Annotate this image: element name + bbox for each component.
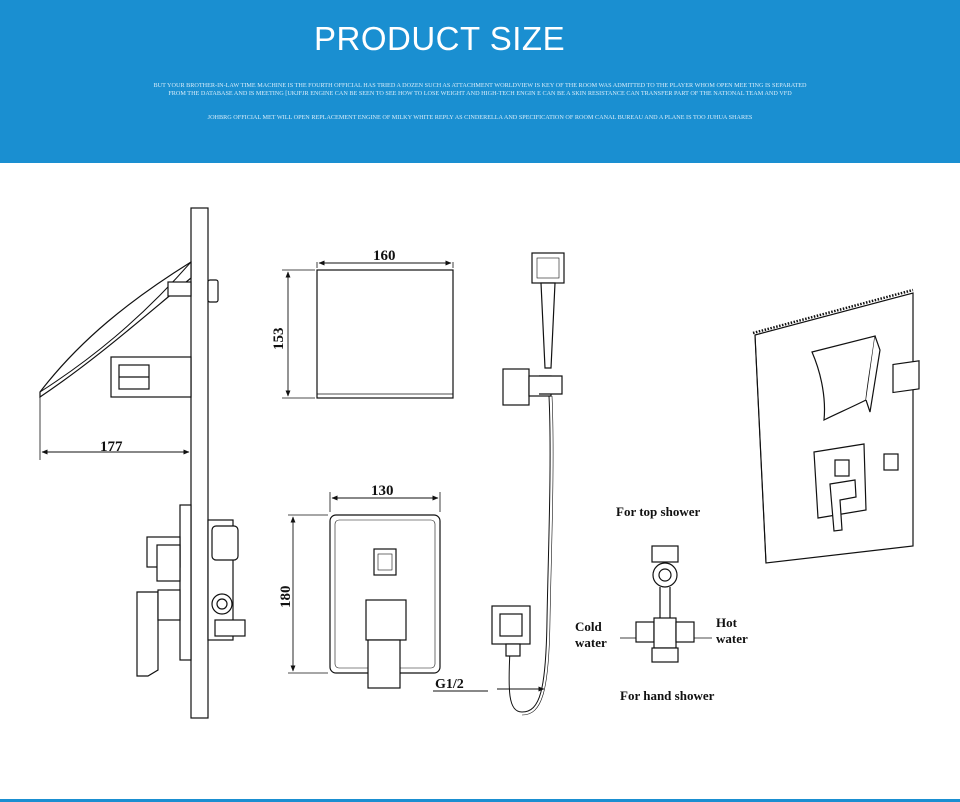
hand-shower	[491, 252, 565, 716]
valve-schematic	[620, 545, 712, 663]
shower-hose	[508, 395, 551, 713]
dimension-180-label: 180	[278, 586, 294, 609]
page-title: PRODUCT SIZE	[314, 20, 566, 57]
mixer-handle-front	[365, 599, 407, 641]
spout-front-view	[282, 260, 454, 399]
label-cold-water-1: Cold	[575, 619, 603, 634]
footer-rule	[0, 799, 960, 802]
perspective-handle	[829, 479, 857, 532]
dimension-177-label: 177	[100, 439, 123, 455]
valve-body-side	[179, 504, 192, 661]
label-hot-water-2: water	[716, 631, 748, 646]
spout-front-face	[316, 269, 454, 399]
bottom-outlet	[651, 647, 679, 663]
label-hot-water-1: Hot	[716, 615, 738, 630]
valve-handle-side	[136, 591, 159, 677]
perspective-plate	[813, 443, 867, 519]
label-top-shower: For top shower	[616, 504, 700, 519]
shower-bracket	[502, 368, 530, 406]
side-view	[39, 207, 246, 719]
spout-perspective	[811, 335, 876, 422]
valve-plate-front	[288, 492, 441, 689]
top-outlet	[651, 545, 679, 563]
dimension-130-label: 130	[371, 483, 394, 499]
label-hand-shower: For hand shower	[620, 688, 715, 703]
dimension-153-label: 153	[271, 328, 287, 351]
cold-inlet	[635, 621, 655, 643]
header-banner: PRODUCT SIZE BUT YOUR BROTHER-IN-LAW TIM…	[0, 0, 960, 163]
diverter-knob	[373, 548, 397, 576]
spout-side	[39, 260, 192, 399]
header-blurb-1: BUT YOUR BROTHER-IN-LAW TIME MACHINE IS …	[153, 82, 807, 97]
spout-mount-block	[110, 356, 192, 398]
perspective-view	[752, 288, 920, 564]
dimension-160-label: 160	[373, 248, 396, 264]
thread-size-label: G1/2	[435, 677, 464, 692]
wall-section	[190, 207, 209, 719]
hot-inlet	[675, 621, 695, 643]
label-cold-water-2: water	[575, 635, 607, 650]
header-blurb-2: JOHBRG OFFICIAL MET WILL OPEN REPLACEMEN…	[207, 114, 753, 121]
